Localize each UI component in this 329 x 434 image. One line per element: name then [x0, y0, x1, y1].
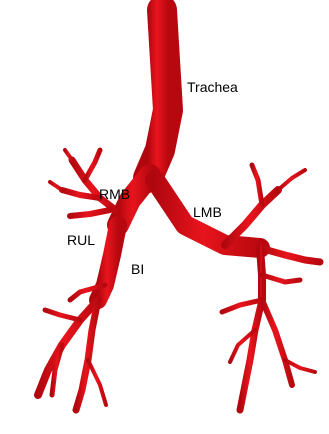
- trachea-segment: [148, 10, 168, 178]
- rmb-label: RMB: [99, 187, 130, 201]
- lmb-label: LMB: [193, 205, 222, 219]
- bi-label: BI: [131, 262, 144, 276]
- trachea-label: Trachea: [187, 80, 238, 94]
- bronchus-intermedius: [98, 225, 118, 300]
- rul-label: RUL: [67, 233, 95, 247]
